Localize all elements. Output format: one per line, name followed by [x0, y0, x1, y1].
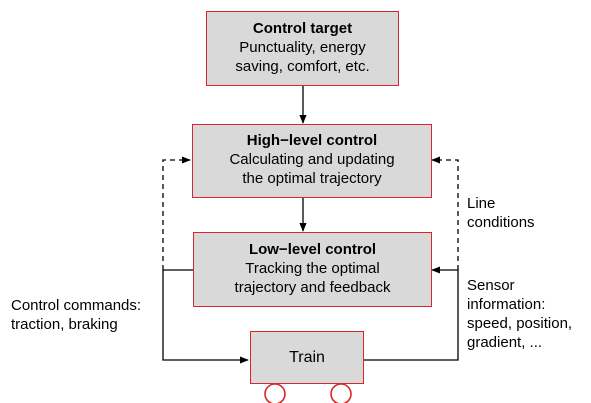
sensor-information-line-1: Sensor [467, 277, 515, 294]
line-conditions-label: Line conditions [467, 194, 535, 232]
dashed-arrow-right-to-high [431, 156, 459, 270]
arrow-train-to-low [364, 266, 459, 361]
dashed-arrow-left-to-high [162, 156, 191, 270]
sensor-information-line-2: information: [467, 296, 546, 313]
control-target-line-1: Punctuality, energy [239, 39, 366, 56]
line-conditions-line-2: conditions [467, 214, 535, 231]
high-level-control-line-1: Calculating and updating [229, 151, 395, 168]
low-level-control-title: Low−level control [248, 241, 377, 258]
control-target-title: Control target [252, 20, 353, 37]
line-conditions-line-1: Line [467, 195, 496, 212]
high-level-control-line-2: the optimal trajectory [242, 170, 382, 187]
train-wheel-right [330, 383, 352, 403]
control-commands-label: Control commands: traction, braking [11, 296, 141, 334]
high-level-control-title: High−level control [246, 132, 378, 149]
train-label: Train [289, 349, 325, 366]
control-target-line-2: saving, comfort, etc. [235, 58, 370, 75]
train-box: Train [250, 331, 364, 384]
control-commands-line-2: traction, braking [11, 316, 118, 333]
control-commands-line-1: Control commands: [11, 297, 142, 314]
sensor-information-line-3: speed, position, [467, 315, 573, 332]
arrow-low-to-train [162, 269, 249, 364]
sensor-information-label: Sensor information: speed, position, gra… [467, 276, 572, 352]
sensor-information-line-4: gradient, ... [467, 334, 543, 351]
control-target-box: Control target Punctuality, energy savin… [206, 11, 399, 86]
low-level-control-line-2: trajectory and feedback [234, 279, 391, 296]
low-level-control-line-1: Tracking the optimal [245, 260, 380, 277]
train-wheel-left [264, 383, 286, 403]
low-level-control-box: Low−level control Tracking the optimal t… [193, 232, 432, 307]
high-level-control-box: High−level control Calculating and updat… [192, 124, 432, 198]
